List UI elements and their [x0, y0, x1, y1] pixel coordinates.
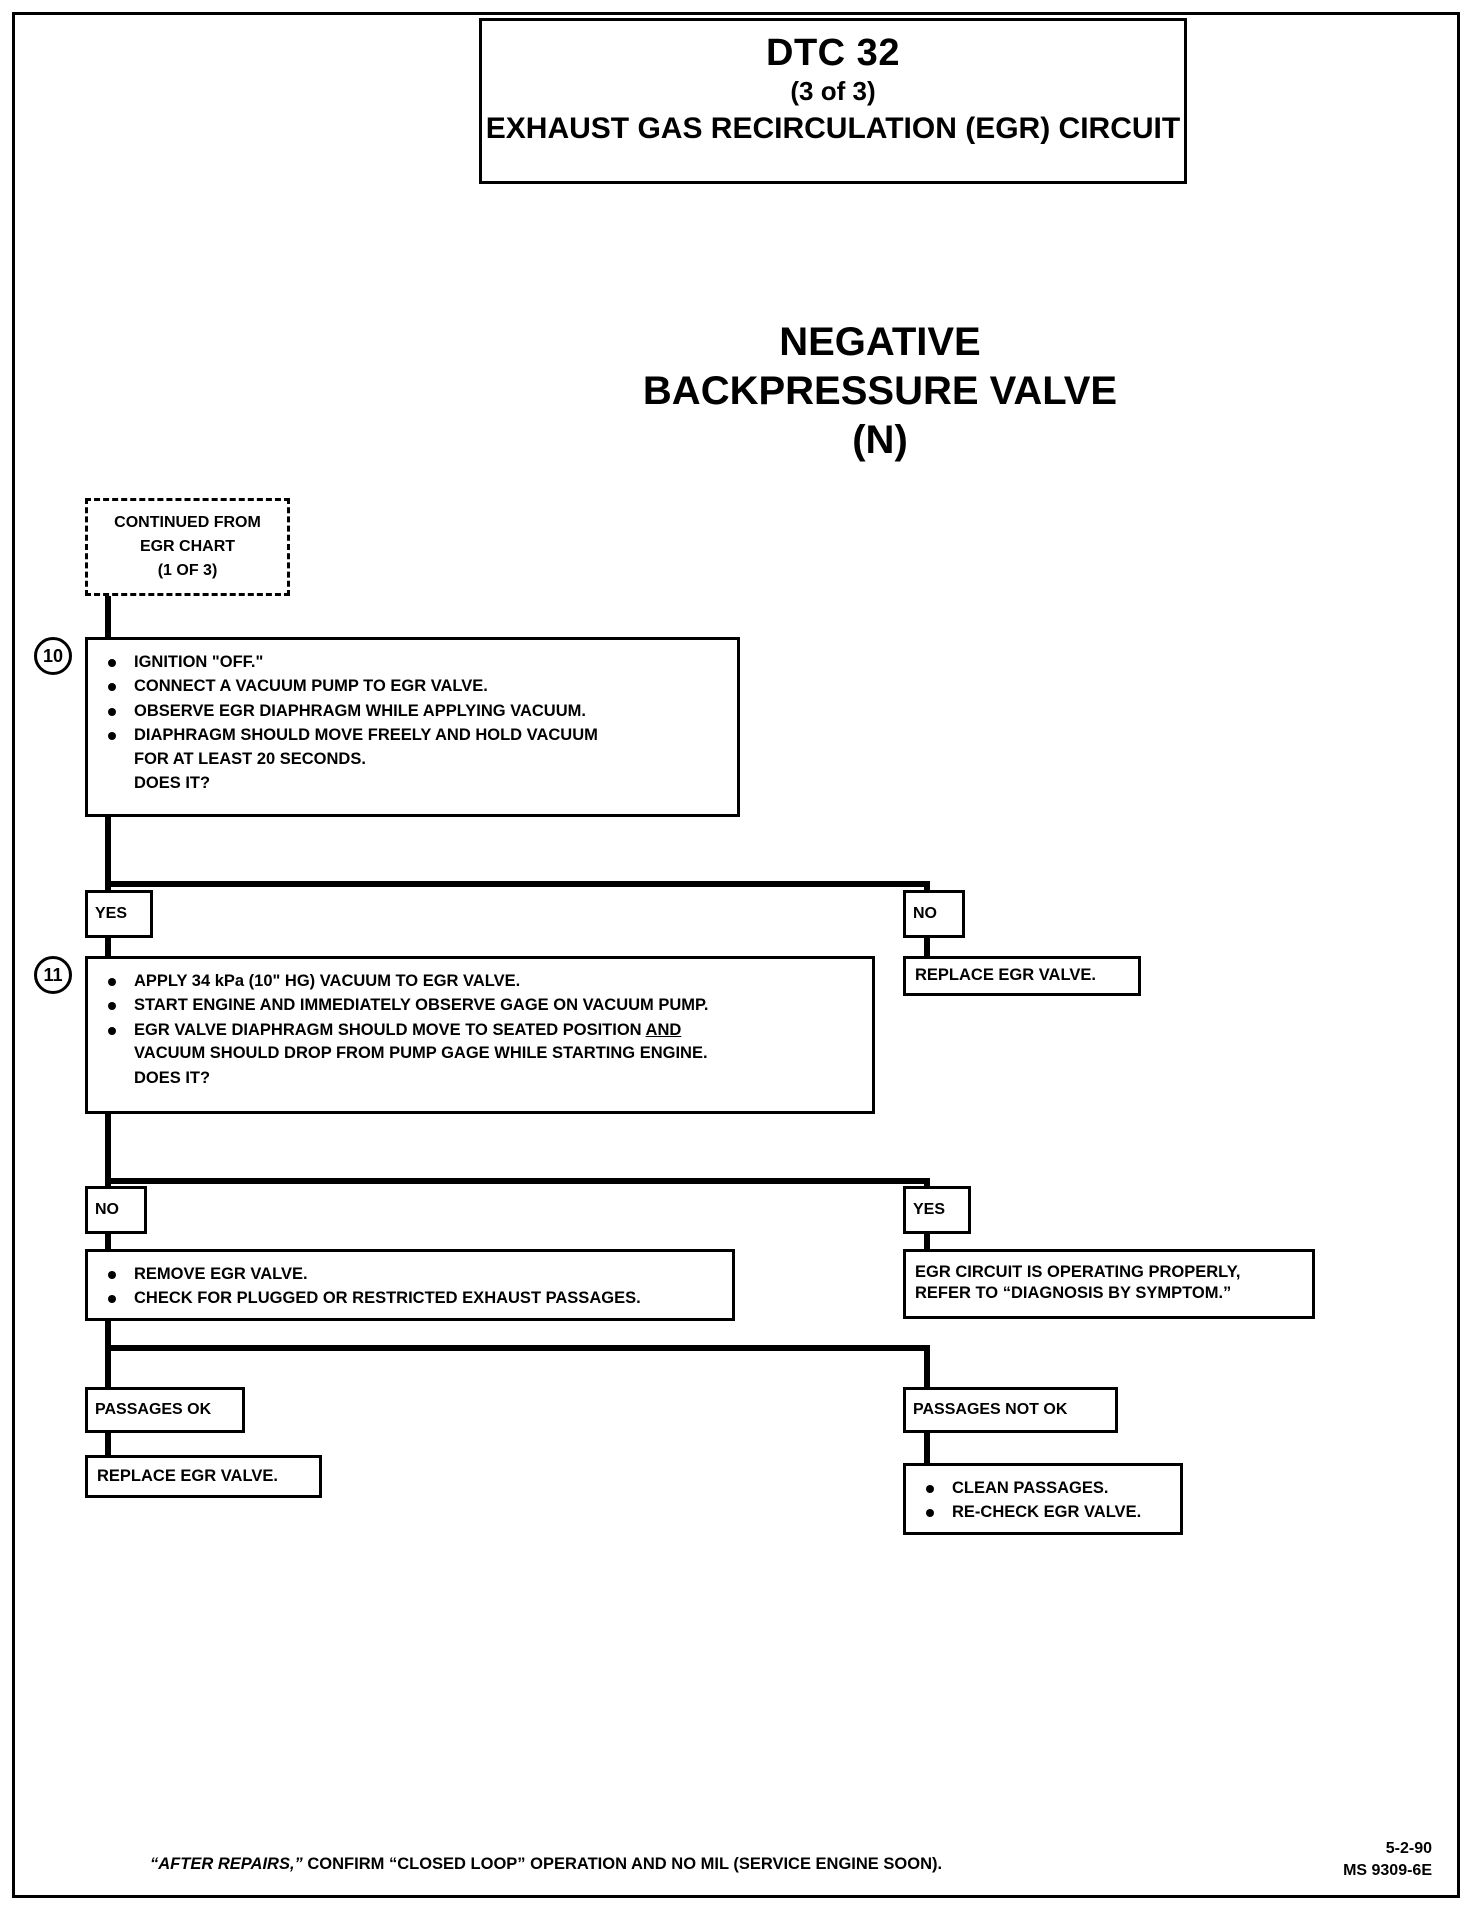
remove-egr-valve-item: REMOVE EGR VALVE.: [98, 1263, 722, 1286]
step10-list: IGNITION "OFF." CONNECT A VACUUM PUMP TO…: [98, 651, 727, 796]
footer-note: “AFTER REPAIRS,” CONFIRM “CLOSED LOOP” O…: [150, 1855, 942, 1874]
egr-circuit-ok-box: EGR CIRCUIT IS OPERATING PROPERLY, REFER…: [903, 1249, 1315, 1319]
connector-no-to-replace: [924, 938, 930, 956]
replace-egr-valve-label-2: REPLACE EGR VALVE.: [97, 1466, 278, 1485]
step11-question: DOES IT?: [134, 1068, 211, 1087]
decision1-no-tag: NO: [903, 890, 965, 938]
decision1-yes-label: YES: [95, 905, 128, 922]
step10-question: DOES IT?: [134, 774, 211, 793]
decision2-yes-tag: YES: [903, 1186, 971, 1234]
decision1-no-label: NO: [913, 905, 937, 922]
decision1-yes-tag: YES: [85, 890, 153, 938]
footer-note-italic: “AFTER REPAIRS,”: [150, 1855, 303, 1873]
connector-passages-notok-down: [924, 1345, 930, 1390]
remove-check-list: REMOVE EGR VALVE. CHECK FOR PLUGGED OR R…: [98, 1263, 722, 1311]
footer-code-block: 5-2-90 MS 9309-6E: [1343, 1838, 1432, 1881]
decision2-no-tag: NO: [85, 1186, 147, 1234]
step10-bullet-3: OBSERVE EGR DIAPHRAGM WHILE APPLYING VAC…: [98, 700, 727, 723]
connector-remove-down: [105, 1321, 111, 1387]
check-passages-item: CHECK FOR PLUGGED OR RESTRICTED EXHAUST …: [98, 1287, 722, 1310]
passages-not-ok-tag: PASSAGES NOT OK: [903, 1387, 1118, 1433]
clean-passages-item: CLEAN PASSAGES.: [916, 1477, 1170, 1500]
step11-bullet-1: APPLY 34 kPa (10" HG) VACUUM TO EGR VALV…: [98, 970, 862, 993]
step11-number-label: 11: [43, 964, 63, 985]
clean-passages-list: CLEAN PASSAGES. RE-CHECK EGR VALVE.: [916, 1477, 1170, 1525]
step11-box: APPLY 34 kPa (10" HG) VACUUM TO EGR VALV…: [85, 956, 875, 1114]
step10-box: IGNITION "OFF." CONNECT A VACUUM PUMP TO…: [85, 637, 740, 817]
replace-egr-valve-box-2: REPLACE EGR VALVE.: [85, 1455, 322, 1498]
continued-from-line2: EGR CHART: [139, 538, 236, 555]
step10-bullet-2: CONNECT A VACUUM PUMP TO EGR VALVE.: [98, 675, 727, 698]
connector-step11-branch: [105, 1178, 930, 1184]
egr-circuit-ok-line2: REFER TO “DIAGNOSIS BY SYMPTOM.”: [915, 1284, 1232, 1303]
page-border: [12, 12, 1460, 1898]
passages-ok-label: PASSAGES OK: [95, 1401, 212, 1418]
header-title-box: DTC 32 (3 of 3) EXHAUST GAS RECIRCULATIO…: [479, 18, 1187, 184]
connector-yes-to-egrok: [924, 1234, 930, 1256]
step11-bullet-3-part2: VACUUM SHOULD DROP FROM PUMP GAGE WHILE …: [134, 1044, 708, 1063]
decision2-no-label: NO: [95, 1201, 119, 1218]
step-number-11: 11: [34, 956, 72, 994]
connector-step11-down: [105, 1114, 111, 1184]
connector-passagesnotok-to-clean: [924, 1433, 930, 1463]
step11-list: APPLY 34 kPa (10" HG) VACUUM TO EGR VALV…: [98, 970, 862, 1090]
continued-from-line1: CONTINUED FROM: [114, 514, 261, 531]
continued-from-line3: (1 OF 3): [157, 562, 218, 579]
step11-bullet-3-part1: EGR VALVE DIAPHRAGM SHOULD MOVE TO SEATE…: [134, 1020, 646, 1039]
step10-bullet-1: IGNITION "OFF.": [98, 651, 727, 674]
section-heading-line2: BACKPRESSURE VALVE: [642, 368, 1118, 413]
footer-ms-code: MS 9309-6E: [1343, 1861, 1432, 1879]
clean-passages-box: CLEAN PASSAGES. RE-CHECK EGR VALVE.: [903, 1463, 1183, 1535]
step11-bullet-3-and: AND: [645, 1020, 682, 1039]
decision2-yes-label: YES: [913, 1201, 946, 1218]
footer-date: 5-2-90: [1385, 1840, 1432, 1857]
step11-bullet-3: EGR VALVE DIAPHRAGM SHOULD MOVE TO SEATE…: [98, 1019, 862, 1066]
footer-note-rest: CONFIRM “CLOSED LOOP” OPERATION AND NO M…: [302, 1855, 943, 1873]
connector-continued-to-step10: [105, 595, 111, 640]
passages-not-ok-label: PASSAGES NOT OK: [913, 1401, 1068, 1418]
connector-step10-branch: [105, 881, 930, 887]
section-heading-line1: NEGATIVE: [779, 320, 981, 364]
egr-circuit-ok-line1: EGR CIRCUIT IS OPERATING PROPERLY,: [915, 1263, 1241, 1281]
remove-check-box: REMOVE EGR VALVE. CHECK FOR PLUGGED OR R…: [85, 1249, 735, 1321]
step11-bullet-2: START ENGINE AND IMMEDIATELY OBSERVE GAG…: [98, 994, 862, 1017]
connector-step10-down: [105, 817, 111, 887]
section-heading: NEGATIVE BACKPRESSURE VALVE (N): [600, 318, 1160, 464]
continued-from-box: CONTINUED FROM EGR CHART (1 OF 3): [85, 498, 290, 596]
replace-egr-valve-box-1: REPLACE EGR VALVE.: [903, 956, 1141, 996]
connector-passages-branch: [105, 1345, 930, 1351]
connector-passagesok-to-replace: [105, 1433, 111, 1455]
recheck-egr-valve-item: RE-CHECK EGR VALVE.: [916, 1501, 1170, 1524]
header-circuit-title: EXHAUST GAS RECIRCULATION (EGR) CIRCUIT: [485, 112, 1181, 146]
step10-bullet-4: DIAPHRAGM SHOULD MOVE FREELY AND HOLD VA…: [98, 724, 727, 771]
replace-egr-valve-label-1: REPLACE EGR VALVE.: [915, 966, 1096, 985]
header-page-of: (3 of 3): [790, 76, 876, 107]
section-heading-line3: (N): [852, 417, 908, 462]
header-dtc-code: DTC 32: [766, 32, 900, 74]
step-number-10: 10: [34, 637, 72, 675]
passages-ok-tag: PASSAGES OK: [85, 1387, 245, 1433]
